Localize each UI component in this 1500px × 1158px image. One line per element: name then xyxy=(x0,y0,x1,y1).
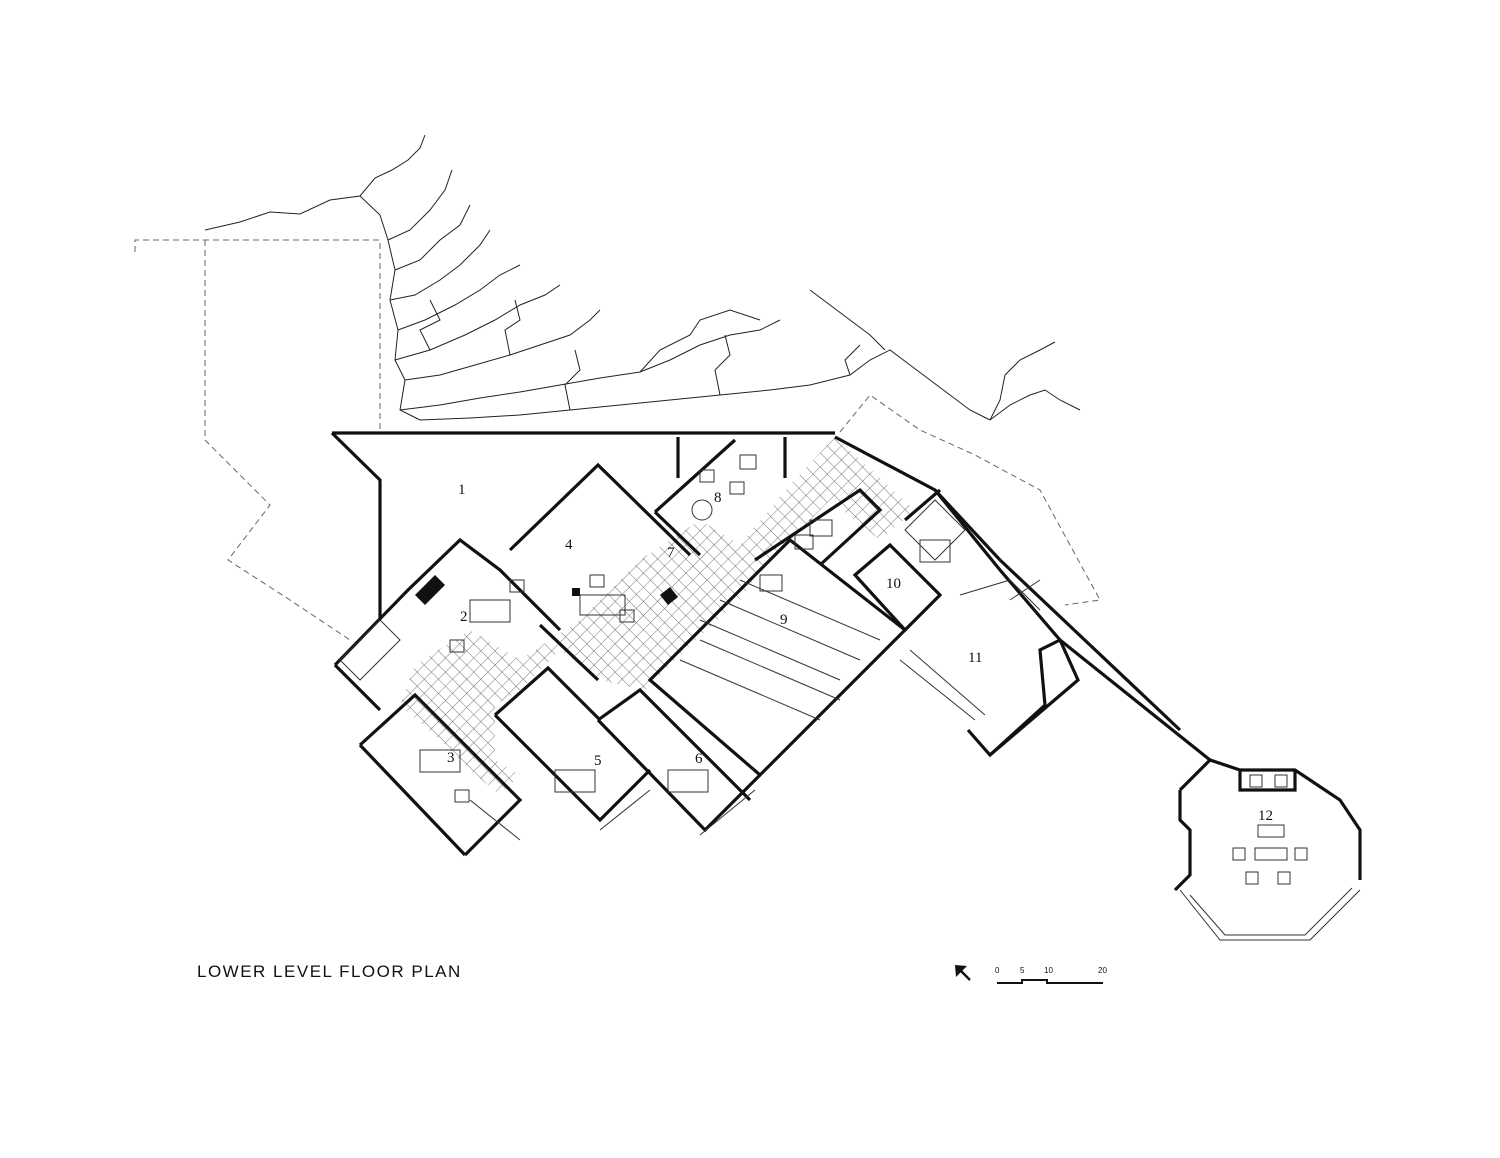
north-arrow-icon xyxy=(955,965,971,981)
interior-details xyxy=(339,454,1361,941)
scale-tick-5: 5 xyxy=(1020,966,1025,975)
room-label-10: 10 xyxy=(886,576,901,592)
site-boundary xyxy=(134,239,1101,641)
room-label-4: 4 xyxy=(565,537,573,553)
building-walls xyxy=(330,431,1362,892)
room-label-3: 3 xyxy=(447,750,455,766)
tiled-gallery xyxy=(400,437,915,795)
scale-tick-0: 0 xyxy=(995,966,1000,975)
rock-outcrop xyxy=(204,134,1081,421)
room-labels: 1 2 3 4 5 6 7 8 9 10 11 12 xyxy=(447,482,1273,824)
room-label-1: 1 xyxy=(458,482,466,498)
room-label-12: 12 xyxy=(1258,808,1273,824)
scale-tick-20: 20 xyxy=(1098,966,1107,975)
fireplaces xyxy=(415,575,678,605)
room-label-8: 8 xyxy=(714,490,722,506)
room-label-5: 5 xyxy=(594,753,602,769)
room-label-9: 9 xyxy=(780,612,788,628)
room-label-7: 7 xyxy=(667,545,675,561)
room-label-2: 2 xyxy=(460,609,468,625)
plan-title: LOWER LEVEL FLOOR PLAN xyxy=(197,962,462,981)
scale-bar: 0 5 10 20 xyxy=(995,966,1107,984)
scale-tick-10: 10 xyxy=(1044,966,1053,975)
room-label-6: 6 xyxy=(695,751,703,767)
room-label-11: 11 xyxy=(968,650,982,666)
